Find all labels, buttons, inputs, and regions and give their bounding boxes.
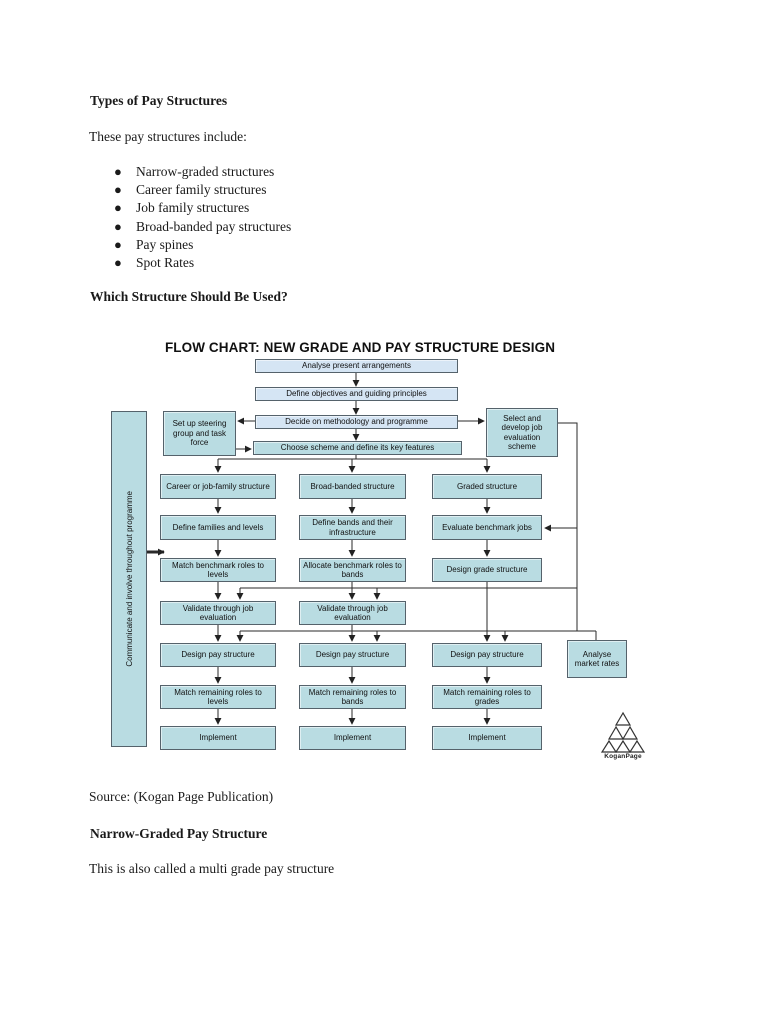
source-line: Source: (Kogan Page Publication) (89, 789, 274, 804)
flowchart-box-define-families: Define families and levels (160, 515, 276, 540)
flowchart-box-design-pay-1: Design pay structure (160, 643, 276, 667)
flowchart-box-implement-2: Implement (299, 726, 406, 750)
flowchart-box-analyse-present: Analyse present arrangements (255, 359, 458, 373)
flowchart-box-evaluate-benchmark: Evaluate benchmark jobs (432, 515, 542, 540)
pay-structures-list: ● Narrow-graded structures ● Career family… (112, 164, 462, 273)
kogan-page-logo-text: KoganPage (604, 753, 642, 760)
list-item: ● Career family structures (112, 182, 462, 200)
flowchart-box-decide-methodology: Decide on methodology and programme (255, 415, 458, 429)
list-item: ● Broad-banded pay structures (112, 219, 462, 237)
flowchart-box-select-scheme: Select and develop job evaluation scheme (486, 408, 558, 457)
flowchart-box-career-family: Career or job-family structure (160, 474, 276, 499)
flowchart-box-graded: Graded structure (432, 474, 542, 499)
flowchart-title: FLOW CHART: NEW GRADE AND PAY STRUCTURE … (164, 340, 556, 355)
body-line: This is also called a multi grade pay st… (89, 861, 335, 876)
flowchart-box-define-objectives: Define objectives and guiding principles (255, 387, 458, 401)
flowchart-box-match-benchmark: Match benchmark roles to levels (160, 558, 276, 582)
flowchart-box-match-remaining-levels: Match remaining roles to levels (160, 685, 276, 709)
bullet-icon: ● (114, 254, 122, 270)
subsection-heading: Narrow-Graded Pay Structure (90, 826, 268, 841)
list-item-label: Pay spines (136, 236, 194, 252)
intro-text: These pay structures include: (89, 129, 247, 144)
flowchart-box-validate-1: Validate through job evaluation (160, 601, 276, 625)
bullet-icon: ● (114, 164, 122, 179)
flowchart-box-implement-3: Implement (432, 726, 542, 750)
list-item-label: Spot Rates (136, 254, 195, 270)
list-item-label: Job family structures (136, 200, 250, 216)
bullet-icon: ● (114, 200, 122, 216)
flowchart-box-design-grade: Design grade structure (432, 558, 542, 582)
flowchart-box-design-pay-3: Design pay structure (432, 643, 542, 667)
list-item-label: Career family structures (136, 182, 267, 198)
bullet-icon: ● (114, 218, 122, 234)
flowchart-box-design-pay-2: Design pay structure (299, 643, 406, 667)
list-item: ● Pay spines (112, 237, 462, 255)
flowchart-side-bar: Communicate and involve throughout progr… (111, 411, 147, 747)
flowchart-box-steering-group: Set up steering group and task force (163, 411, 236, 456)
page-title: Types of Pay Structures (90, 93, 228, 108)
bullet-icon: ● (114, 236, 122, 252)
section-heading: Which Structure Should Be Used? (90, 289, 288, 304)
list-item: ● Job family structures (112, 200, 462, 218)
list-item-label: Narrow-graded structures (136, 164, 275, 179)
flowchart-box-match-remaining-grades: Match remaining roles to grades (432, 685, 542, 709)
bullet-icon: ● (114, 182, 122, 198)
list-item: ● Spot Rates (112, 255, 462, 273)
flowchart-box-validate-2: Validate through job evaluation (299, 601, 406, 625)
flowchart-box-define-bands: Define bands and their infrastructure (299, 515, 406, 540)
flowchart-box-choose-scheme: Choose scheme and define its key feature… (253, 441, 462, 455)
flowchart-box-implement-1: Implement (160, 726, 276, 750)
list-item-label: Broad-banded pay structures (136, 218, 292, 234)
kogan-page-logo-icon (601, 711, 645, 753)
list-item: ● Narrow-graded structures (112, 164, 462, 182)
flowchart-box-allocate-benchmark: Allocate benchmark roles to bands (299, 558, 406, 582)
side-bar-label: Communicate and involve throughout progr… (124, 491, 134, 667)
flowchart-box-analyse-market: Analyse market rates (567, 640, 627, 678)
flowchart-box-match-remaining-bands: Match remaining roles to bands (299, 685, 406, 709)
flowchart-box-broad-banded: Broad-banded structure (299, 474, 406, 499)
